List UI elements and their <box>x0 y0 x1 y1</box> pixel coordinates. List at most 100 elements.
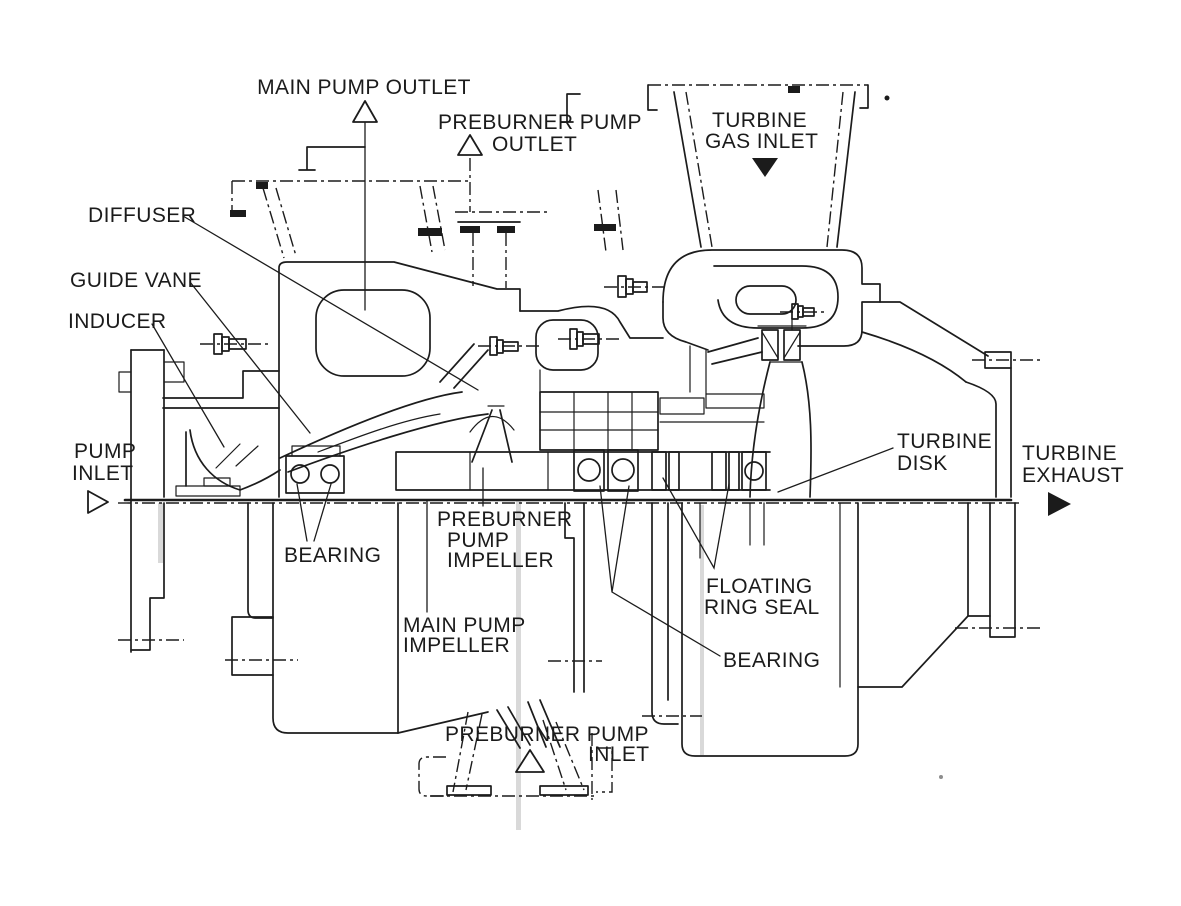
lower-center-housing <box>548 502 679 725</box>
volute-outline <box>278 261 521 498</box>
duct-bracket <box>560 93 581 123</box>
casing-line <box>130 502 165 651</box>
leader-lines <box>151 121 894 657</box>
manifold-outline <box>662 249 881 347</box>
flange-line <box>989 502 1016 638</box>
casing-line <box>681 502 859 757</box>
floating-ring-seal-ring <box>651 451 667 491</box>
main-pump-volute <box>162 261 521 498</box>
flange-mark <box>256 182 268 189</box>
floating-ring-seal-ring <box>728 451 740 491</box>
label-turbine-disk: TURBINE <box>897 430 992 453</box>
label-turbine-gas-inlet: GAS INLET <box>705 130 818 153</box>
label-pump-inlet: INLET <box>72 462 134 485</box>
seal-carrier <box>659 397 705 415</box>
flange-mark <box>418 228 442 236</box>
seal-housing-detail <box>539 391 659 451</box>
bearing-housing <box>573 449 605 492</box>
inducer-cone <box>189 429 241 491</box>
exhaust-wall <box>879 301 989 357</box>
turbine-disk-profile <box>801 361 812 498</box>
bearing-ball <box>320 464 340 484</box>
duct-wall-phantom <box>826 91 844 248</box>
lower-turbine-housing <box>642 502 1042 757</box>
bearing-ball <box>290 464 310 484</box>
leader-bearing-pump <box>296 483 332 542</box>
flange-mark <box>230 210 246 217</box>
casing-line <box>699 502 841 688</box>
impeller-passage <box>317 413 441 453</box>
floating-ring-seal-ring <box>711 451 727 491</box>
preburner-inlet-duct-phantom <box>418 699 613 800</box>
duct-wall <box>836 91 856 248</box>
leader-floating-ring-seal <box>662 477 730 570</box>
casing-line <box>397 711 489 734</box>
duct-phantom <box>262 187 297 259</box>
label-main-pump-impeller: IMPELLER <box>403 634 510 657</box>
bearing-ball <box>577 458 601 482</box>
bearing-ball <box>611 458 635 482</box>
casing-line <box>118 371 132 393</box>
flow-arrow-preburner-pump-outlet-icon <box>457 134 483 156</box>
label-bearing-pump: BEARING <box>284 544 381 567</box>
bolt-icon <box>558 328 620 350</box>
turbine-gas-inlet-duct <box>647 84 869 248</box>
bearing-housing <box>291 445 341 457</box>
casing-line <box>247 502 274 619</box>
pump-inlet-flange <box>118 349 185 653</box>
flange-line <box>967 502 991 617</box>
label-preburner-pump-inlet: PREBURNER PUMP <box>445 723 649 746</box>
turbine-exhaust-casing <box>861 301 1040 498</box>
leader-inducer <box>151 323 225 448</box>
diffuser-vane <box>439 343 475 383</box>
label-turbine-exhaust: TURBINE <box>1022 442 1117 465</box>
leader-bearing-turbine <box>599 485 721 657</box>
flow-arrow-main-pump-outlet-icon <box>352 100 378 123</box>
seal-carrier <box>705 393 765 409</box>
duct-bracket <box>298 146 366 171</box>
shaft <box>395 451 771 491</box>
turbine-manifold <box>662 249 881 365</box>
duct-pad <box>446 785 492 796</box>
scan-dot <box>939 775 943 779</box>
preburner-outlet-duct-phantom <box>455 93 624 288</box>
flange-mark <box>460 226 480 233</box>
leader-turbine-disk <box>777 447 894 493</box>
label-bearing-turbine: BEARING <box>723 649 820 672</box>
duct-wall <box>673 91 702 248</box>
preburner-impeller <box>469 415 515 433</box>
preburner-pump-section <box>469 305 664 463</box>
manifold-outline <box>662 301 709 351</box>
casing-line <box>564 502 575 693</box>
casing-line <box>163 361 185 383</box>
duct-pad <box>539 785 589 796</box>
label-floating-ring-seal: RING SEAL <box>704 596 820 619</box>
duct-phantom <box>596 747 613 793</box>
flow-arrow-pump-inlet-icon <box>87 490 109 514</box>
turbine-disk-shape <box>749 361 812 498</box>
label-preburner-pump-inlet: INLET <box>588 743 650 766</box>
preburner-impeller <box>471 409 493 463</box>
flow-arrow-preburner-pump-inlet-icon <box>515 749 545 773</box>
flange-mark <box>497 226 515 233</box>
casing-line <box>239 469 281 491</box>
turbine-stator-blade <box>761 329 779 361</box>
inducer-base <box>175 485 241 497</box>
inducer-blade <box>235 445 259 467</box>
turbine-rotor-blade <box>757 317 807 359</box>
bolt-icon <box>780 303 826 320</box>
bearing-housing <box>741 451 767 491</box>
scan-artifact <box>158 503 163 563</box>
label-preburner-pump-outlet: PREBURNER PUMP <box>438 111 642 134</box>
casing-line <box>272 502 399 734</box>
scan-artifact <box>516 500 521 830</box>
bearing-ball <box>744 461 764 481</box>
bolt-icon <box>200 333 268 355</box>
label-preburner-pump-impeller: IMPELLER <box>447 549 554 572</box>
bearing-housing <box>607 449 639 492</box>
diffuser-vane <box>453 349 489 389</box>
impeller-shroud <box>287 413 489 473</box>
inducer-region <box>162 407 281 497</box>
inducer-blade <box>215 443 241 469</box>
